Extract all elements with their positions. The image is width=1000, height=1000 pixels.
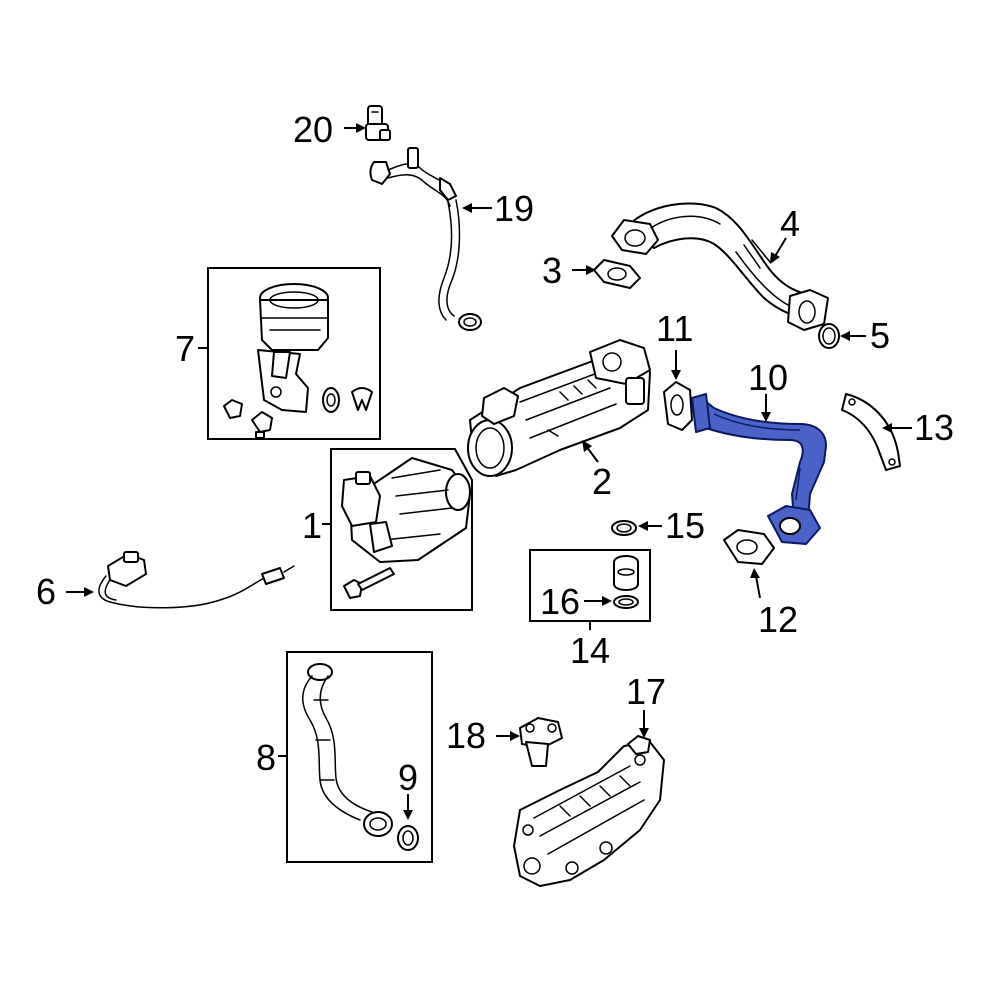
- cooler-housing-part[interactable]: [513, 735, 665, 887]
- callout-10[interactable]: 10: [748, 357, 789, 398]
- coolant-hose-kit-part[interactable]: [302, 663, 393, 837]
- seal-kit-part[interactable]: [613, 555, 639, 609]
- tube-gasket-upper-part[interactable]: [663, 381, 693, 431]
- callout-13[interactable]: 13: [914, 407, 955, 448]
- callout-9[interactable]: 9: [398, 757, 419, 798]
- callout-8[interactable]: 8: [256, 737, 277, 778]
- callout-3[interactable]: 3: [542, 250, 563, 291]
- callout-19[interactable]: 19: [494, 188, 535, 229]
- callout-16[interactable]: 16: [540, 581, 581, 622]
- temperature-sensor-part[interactable]: [98, 551, 295, 609]
- coolant-outlet-part[interactable]: [519, 717, 563, 767]
- kit-box-7: [207, 267, 381, 440]
- egr-valve-kit-part[interactable]: [223, 283, 373, 439]
- callout-7[interactable]: 7: [175, 328, 196, 369]
- callout-2[interactable]: 2: [592, 461, 613, 502]
- callout-5[interactable]: 5: [870, 315, 891, 356]
- tube-gasket-lower-part[interactable]: [723, 529, 775, 565]
- sensor-harness-part[interactable]: [369, 147, 482, 331]
- callout-18[interactable]: 18: [446, 715, 487, 756]
- heat-shield-part[interactable]: [841, 393, 901, 471]
- callout-15[interactable]: 15: [665, 505, 706, 546]
- callout-14[interactable]: 14: [570, 630, 611, 671]
- pressure-sensor-part[interactable]: [365, 105, 391, 141]
- o-ring-upper-part[interactable]: [818, 323, 840, 349]
- egr-outlet-tube-part[interactable]: [611, 202, 829, 331]
- egr-cooler-bypass-valve-part[interactable]: [341, 457, 471, 599]
- callout-11[interactable]: 11: [656, 308, 694, 349]
- callout-4[interactable]: 4: [780, 203, 801, 244]
- callout-20[interactable]: 20: [293, 109, 334, 150]
- callout-17[interactable]: 17: [626, 671, 667, 712]
- callout-1[interactable]: 1: [302, 505, 323, 546]
- seal-ring-part[interactable]: [611, 520, 637, 536]
- leader-lines: [66, 123, 912, 820]
- kit-box-1: [330, 448, 473, 611]
- egr-cooler-part[interactable]: [467, 339, 651, 477]
- egr-tube-highlighted-part[interactable]: [691, 393, 827, 545]
- flange-gasket-upper-part[interactable]: [593, 259, 641, 289]
- callout-12[interactable]: 12: [758, 599, 799, 640]
- callout-6[interactable]: 6: [36, 571, 57, 612]
- hose-o-ring-part[interactable]: [397, 825, 419, 851]
